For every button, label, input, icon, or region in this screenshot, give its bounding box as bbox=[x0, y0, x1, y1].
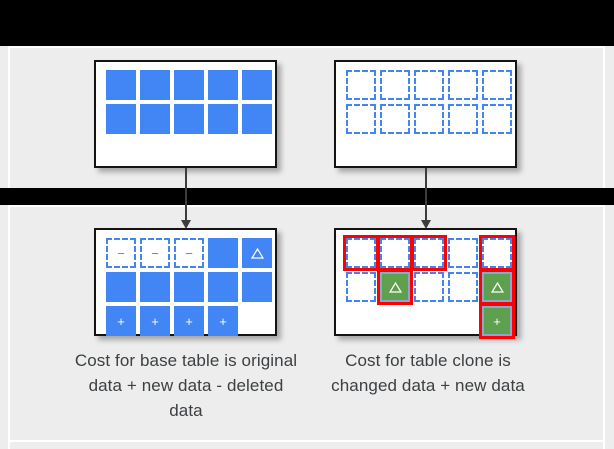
minus-icon: − bbox=[151, 245, 159, 261]
triangle-icon bbox=[490, 281, 504, 293]
data-cell-empty bbox=[448, 306, 478, 336]
data-cell-solid bbox=[174, 70, 204, 100]
cell-row: + + + + bbox=[106, 306, 276, 340]
data-cell-solid bbox=[242, 272, 272, 302]
data-cell-solid bbox=[174, 104, 204, 134]
frame-guide-bottom bbox=[8, 440, 604, 442]
frame-guide-top-lower bbox=[8, 205, 604, 207]
data-cell-solid bbox=[208, 238, 238, 268]
data-cell-dashed bbox=[448, 238, 478, 268]
data-cell-solid-plus: + bbox=[106, 306, 136, 336]
data-cell-green-triangle-highlighted bbox=[479, 269, 515, 305]
frame-guide-right-upper bbox=[603, 46, 605, 188]
data-cell-empty bbox=[346, 306, 376, 336]
frame-guide-left-upper bbox=[8, 46, 10, 188]
data-cell-solid bbox=[208, 70, 238, 100]
data-cell-dashed bbox=[346, 104, 376, 134]
table-clone-after-changes-panel: + bbox=[334, 228, 517, 339]
plus-icon: + bbox=[151, 313, 159, 329]
table-clone-original-panel bbox=[334, 60, 517, 168]
data-cell-empty bbox=[414, 306, 444, 336]
plus-icon: + bbox=[219, 313, 227, 329]
cell-row bbox=[346, 104, 516, 138]
data-cell-dashed bbox=[414, 272, 444, 302]
plus-icon: + bbox=[117, 313, 125, 329]
data-cell-dashed bbox=[448, 272, 478, 302]
top-black-band bbox=[0, 0, 614, 46]
data-cell-dashed bbox=[346, 272, 376, 302]
data-cell-dashed-minus: − bbox=[106, 238, 136, 268]
data-cell-solid bbox=[242, 104, 272, 134]
data-cell-solid bbox=[140, 104, 170, 134]
data-cell-dashed-minus: − bbox=[174, 238, 204, 268]
middle-black-band bbox=[0, 188, 614, 205]
cell-row bbox=[343, 235, 516, 272]
data-cell-dashed bbox=[380, 70, 410, 100]
cell-row bbox=[346, 70, 516, 104]
triangle-icon bbox=[388, 281, 402, 293]
cell-row: −−− bbox=[106, 238, 276, 272]
data-cell-dashed bbox=[482, 70, 512, 100]
data-cell-solid bbox=[140, 70, 170, 100]
data-cell-solid-triangle bbox=[242, 238, 272, 268]
data-cell-green-triangle-highlighted bbox=[377, 269, 413, 305]
data-cell-solid bbox=[106, 70, 136, 100]
table-clone-cost-caption: Cost for table clone is changed data + n… bbox=[331, 351, 525, 395]
data-cell-empty bbox=[242, 306, 272, 336]
data-cell-dashed-highlighted bbox=[343, 235, 379, 271]
data-cell-dashed bbox=[414, 104, 444, 134]
base-table-cost-caption: Cost for base table is original data + n… bbox=[74, 351, 298, 420]
data-cell-dashed bbox=[448, 104, 478, 134]
data-cell-solid bbox=[208, 104, 238, 134]
base-table-after-changes-panel: − − − + + + + bbox=[94, 228, 277, 336]
data-cell-dashed bbox=[482, 104, 512, 134]
data-cell-solid-plus: + bbox=[140, 306, 170, 336]
data-cell-dashed-highlighted bbox=[377, 235, 413, 271]
cell-row bbox=[106, 70, 276, 104]
data-cell-solid bbox=[106, 272, 136, 302]
cell-grid: − − − + + + + bbox=[106, 238, 276, 340]
data-cell-solid bbox=[140, 272, 170, 302]
data-cell-solid-plus: + bbox=[174, 306, 204, 336]
cell-grid: + bbox=[343, 235, 516, 340]
frame-guide-left-lower bbox=[8, 205, 10, 449]
data-cell-dashed-highlighted bbox=[479, 235, 515, 271]
data-cell-dashed bbox=[380, 104, 410, 134]
cell-row bbox=[106, 272, 276, 306]
cell-row bbox=[346, 269, 516, 306]
cell-row: + bbox=[346, 303, 516, 340]
base-table-original-panel bbox=[94, 60, 277, 168]
triangle-icon bbox=[250, 247, 264, 259]
data-cell-solid-plus: + bbox=[208, 306, 238, 336]
plus-icon: + bbox=[185, 313, 193, 329]
cell-grid bbox=[106, 70, 276, 138]
data-cell-green-plus-highlighted: + bbox=[479, 303, 515, 339]
cell-grid bbox=[346, 70, 516, 138]
plus-icon: + bbox=[493, 313, 501, 329]
frame-guide-right-lower bbox=[603, 205, 605, 449]
minus-icon: − bbox=[117, 245, 125, 261]
data-cell-dashed bbox=[448, 70, 478, 100]
data-cell-dashed bbox=[346, 70, 376, 100]
minus-icon: − bbox=[185, 245, 193, 261]
data-cell-dashed bbox=[414, 70, 444, 100]
cell-row bbox=[106, 104, 276, 138]
data-cell-dashed-minus: − bbox=[140, 238, 170, 268]
data-cell-solid bbox=[208, 272, 238, 302]
data-cell-solid bbox=[174, 272, 204, 302]
data-cell-solid bbox=[242, 70, 272, 100]
data-cell-dashed-highlighted bbox=[411, 235, 447, 271]
data-cell-solid bbox=[106, 104, 136, 134]
data-cell-empty bbox=[380, 306, 410, 336]
frame-guide-top-upper bbox=[8, 46, 604, 48]
